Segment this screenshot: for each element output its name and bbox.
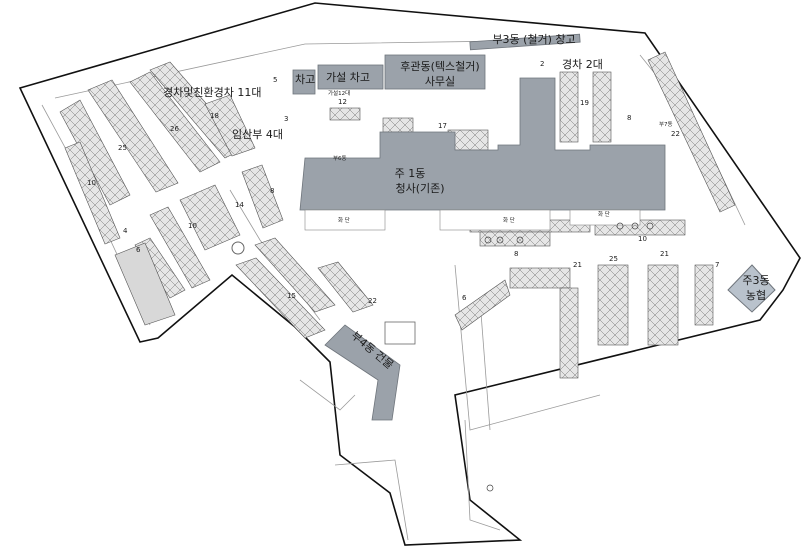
count-18: 18	[210, 112, 219, 120]
bank-diamond	[727, 264, 776, 313]
annex3-label: 부3동 (철거) 창고	[492, 33, 575, 46]
flowerbed-2	[439, 209, 551, 231]
count-21-b: 21	[660, 250, 669, 258]
flowerbed-1	[304, 209, 386, 231]
site-boundary	[18, 2, 801, 546]
count-19: 19	[580, 99, 589, 107]
parking-counts: 2 5 12 3 17 19 8 22 26 25 10 18 14 4 6 8…	[87, 60, 719, 305]
temp-garage-label: 가설 차고	[326, 71, 370, 84]
count-10-left: 10	[87, 179, 96, 187]
count-21-a: 21	[573, 261, 582, 269]
count-10-right: 10	[638, 235, 647, 243]
flowerbed-3	[569, 209, 641, 226]
annex6-label: 부6동	[333, 155, 347, 162]
rear-building	[384, 54, 486, 90]
count-3: 3	[284, 115, 288, 123]
count-8-mid: 8	[514, 250, 518, 258]
flowerbed-label-3: 화 단	[598, 210, 610, 218]
rear-line2: 사무실	[425, 75, 455, 88]
roundabout	[231, 241, 245, 255]
pregnant-label: 임산부 4대	[232, 128, 283, 141]
count-14: 14	[235, 201, 244, 209]
count-25-right: 25	[609, 255, 618, 263]
count-12: 12	[338, 98, 347, 106]
count-17: 17	[438, 122, 447, 130]
garage-label: 차고	[295, 73, 315, 86]
count-2: 2	[540, 60, 544, 68]
main-building	[299, 77, 666, 211]
annex3-building	[469, 33, 581, 51]
bank-line2: 농협	[746, 289, 766, 302]
count-25: 25	[118, 144, 127, 152]
count-22-left: 22	[368, 297, 377, 305]
eco-car-label: 경차및친환경차 11대	[163, 86, 261, 99]
main-building-line1: 주 1동	[395, 167, 426, 180]
count-5: 5	[273, 76, 277, 84]
count-7: 7	[715, 261, 719, 269]
main-building-line2: 청사(기존)	[395, 182, 444, 195]
count-10-mid: 10	[188, 222, 197, 230]
entrance-structure	[384, 321, 416, 345]
bank-line1: 주3동	[742, 274, 769, 287]
rear-line1: 후관동(텍스철거)	[400, 60, 479, 73]
flowerbed-label-1: 화 단	[338, 216, 350, 224]
light-car-label: 경차 2대	[562, 58, 603, 71]
count-8-right: 8	[627, 114, 631, 122]
annex4-building	[324, 324, 401, 421]
temp-garage-building	[317, 64, 384, 90]
flowerbed-label-2: 화 단	[503, 216, 515, 224]
annex7-label: 부7동	[659, 121, 673, 128]
parking-reserved	[114, 242, 176, 326]
accessibility-markers	[484, 222, 654, 492]
count-15: 15	[287, 292, 296, 300]
count-22-right: 22	[671, 130, 680, 138]
count-4: 4	[123, 227, 128, 235]
temp12-label: 가설12대	[328, 89, 350, 97]
count-6-right: 6	[462, 294, 467, 302]
garage-building	[292, 69, 316, 95]
count-26: 26	[170, 125, 179, 133]
count-8-left: 8	[270, 187, 274, 195]
count-6-left: 6	[136, 246, 141, 254]
